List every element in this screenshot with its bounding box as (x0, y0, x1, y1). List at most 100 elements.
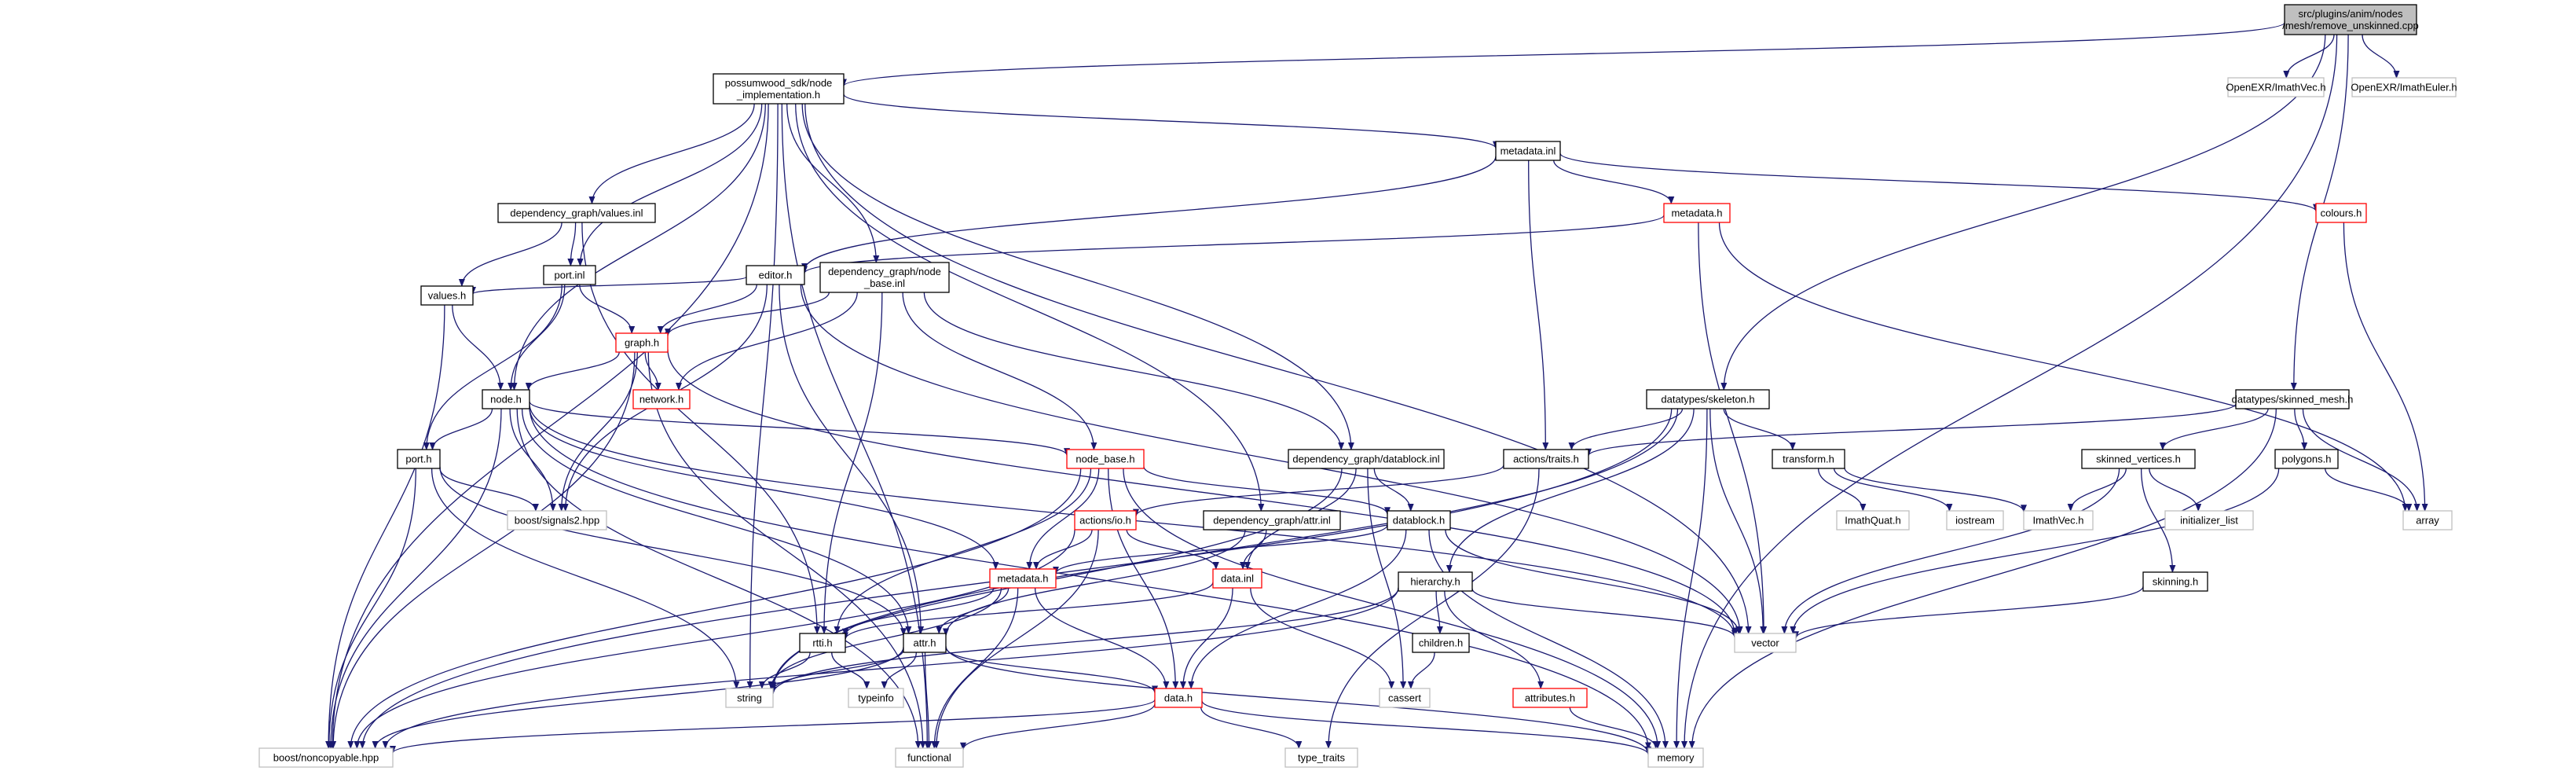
node-values-h[interactable]: values.h (420, 285, 474, 306)
node-port-inl[interactable]: port.inl (543, 265, 596, 285)
edge-editor-to-graph (657, 284, 757, 334)
edge-ni-to-port_inl (577, 103, 763, 266)
node-box (1503, 449, 1589, 469)
node-box (1946, 510, 2004, 531)
edge-actions_io-to-functional (933, 529, 1099, 749)
edge-ni-to-vector (804, 103, 1752, 634)
node-box (1647, 747, 1704, 768)
edge-attr_h-to-typeinfo (881, 652, 918, 689)
node-label: OpenEXR/ImathVec.h (2226, 82, 2325, 94)
edge-hierarchy-to-noncopyable (382, 587, 1399, 749)
node-label: _base.inl (863, 277, 905, 289)
node-label: ImathVec.h (2032, 515, 2083, 527)
edge-data_inl-to-cassert (1250, 587, 1395, 689)
node-label: skinned_vertices.h (2096, 453, 2181, 465)
edge-skinned_mesh-to-polygons (2294, 408, 2308, 450)
node-datablock-inl[interactable]: dependency_graph/datablock.inl (1288, 449, 1445, 469)
node-box (713, 73, 845, 105)
node-memory[interactable]: memory (1647, 747, 1704, 768)
node-polygons[interactable]: polygons.h (2274, 449, 2339, 469)
edge-attr_h-to-string (770, 649, 904, 692)
node-type-traits[interactable]: type_traits (1284, 747, 1358, 768)
edge-graph-to-noncopyable (330, 351, 636, 749)
node-attr-h[interactable]: attr.h (903, 633, 947, 653)
node-label: dependency_graph/attr.inl (1213, 515, 1331, 527)
node-string[interactable]: string (725, 688, 774, 708)
node-label: string (737, 692, 762, 704)
node-label: values.h (428, 290, 466, 302)
node-box (895, 747, 964, 768)
node-hierarchy[interactable]: hierarchy.h (1398, 571, 1473, 592)
node-actions-traits[interactable]: actions/traits.h (1503, 449, 1589, 469)
edge-graph-to-signals2 (558, 351, 638, 512)
node-label: boost/signals2.hpp (515, 515, 599, 527)
node-datablock[interactable]: datablock.h (1387, 510, 1451, 531)
edge-editor-to-values_h (470, 276, 747, 295)
node-array[interactable]: array (2402, 510, 2453, 531)
node-iostream[interactable]: iostream (1946, 510, 2004, 531)
edge-ni-to-string (746, 103, 779, 689)
node-attributes[interactable]: attributes.h (1512, 688, 1588, 708)
node-imathquat[interactable]: ImathQuat.h (1836, 510, 1910, 531)
edge-node-to-memory (529, 406, 1651, 751)
node-editor[interactable]: editor.h (746, 265, 805, 285)
node-node[interactable]: node.h (482, 389, 530, 409)
node-box (2235, 389, 2350, 409)
edge-datablock-to-vector (1445, 529, 1742, 634)
node-box (1066, 449, 1145, 469)
node-graph[interactable]: graph.h (615, 332, 669, 353)
node-label: rtti.h (812, 637, 832, 649)
edge-ni-to-nodebase_inl (786, 103, 880, 263)
node-skinning[interactable]: skinning.h (2142, 571, 2208, 592)
node-label: array (2416, 515, 2439, 527)
edge-metadata_h2-to-attr_h (936, 587, 1010, 634)
edge-metadata_h2-to-rtti (842, 587, 995, 637)
node-metadata-h2[interactable]: metadata.h (989, 568, 1057, 589)
node-data-inl[interactable]: data.inl (1212, 568, 1262, 589)
edge-node_base-to-metadata_h2 (1026, 468, 1100, 570)
node-ni[interactable]: possumwood_sdk/node_implementation.h (713, 73, 845, 105)
node-cassert[interactable]: cassert (1379, 688, 1431, 708)
node-box (2315, 203, 2367, 223)
node-metadata-h1[interactable]: metadata.h (1663, 203, 1731, 223)
node-noncopyable[interactable]: boost/noncopyable.hpp (258, 747, 394, 768)
node-imathvec-exr[interactable]: OpenEXR/ImathVec.h (2226, 77, 2326, 97)
node-attr-inl[interactable]: dependency_graph/attr.inl (1203, 510, 1341, 531)
node-node-base[interactable]: node_base.h (1066, 449, 1145, 469)
edge-ni-to-datablock_inl (801, 103, 1354, 450)
edge-metadata_inl-to-actions_traits (1528, 160, 1549, 450)
node-transform[interactable]: transform.h (1772, 449, 1845, 469)
node-port-h[interactable]: port.h (397, 449, 441, 469)
node-imathvec[interactable]: ImathVec.h (2023, 510, 2094, 531)
node-metadata-inl[interactable]: metadata.inl (1495, 141, 1561, 161)
node-network[interactable]: network.h (632, 389, 691, 409)
node-label: actions/io.h (1079, 515, 1131, 527)
node-actions-io[interactable]: actions/io.h (1074, 510, 1137, 531)
node-label: graph.h (625, 337, 659, 349)
node-colours[interactable]: colours.h (2315, 203, 2367, 223)
edge-hierarchy-to-string (770, 587, 1399, 695)
node-data-h[interactable]: data.h (1154, 688, 1203, 708)
edge-ni-to-noncopyable (329, 103, 769, 749)
node-typeinfo[interactable]: typeinfo (848, 688, 904, 708)
node-children[interactable]: children.h (1412, 633, 1470, 653)
node-functional[interactable]: functional (895, 747, 964, 768)
node-imatheuler[interactable]: OpenEXR/ImathEuler.h (2351, 77, 2457, 97)
node-label: editor.h (759, 270, 793, 281)
edge-nodebase_inl-to-rtti (821, 292, 883, 634)
node-skinned-vertices[interactable]: skinned_vertices.h (2081, 449, 2196, 469)
node-skeleton[interactable]: datatypes/skeleton.h (1646, 389, 1770, 409)
edge-children-to-cassert (1407, 652, 1435, 689)
node-initializer-list[interactable]: initializer_list (2164, 510, 2254, 531)
node-box (397, 449, 441, 469)
node-rtti[interactable]: rtti.h (799, 633, 846, 653)
node-label: metadata.h (997, 573, 1048, 585)
node-vector[interactable]: vector (1734, 633, 1797, 653)
node-label: children.h (1419, 637, 1463, 649)
node-skinned-mesh[interactable]: datatypes/skinned_mesh.h (2232, 389, 2354, 409)
node-values-inl[interactable]: dependency_graph/values.inl (497, 203, 656, 223)
node-box (1387, 510, 1451, 531)
node-signals2[interactable]: boost/signals2.hpp (507, 510, 607, 531)
edge-attr_h-to-functional (924, 652, 933, 749)
node-nodebase-inl[interactable]: dependency_graph/node_base.inl (819, 262, 950, 293)
